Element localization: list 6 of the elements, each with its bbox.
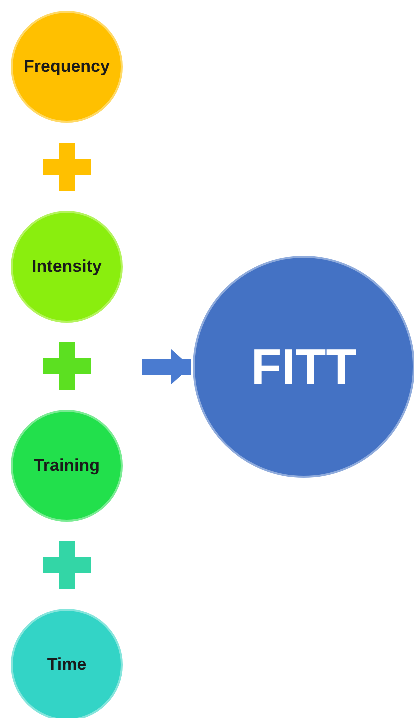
node-label: Frequency <box>24 57 110 77</box>
node-label: Training <box>34 456 100 476</box>
node-label: FITT <box>251 338 357 396</box>
arrow <box>142 349 191 385</box>
node-label: Time <box>47 655 87 675</box>
node-label: Intensity <box>32 257 102 277</box>
